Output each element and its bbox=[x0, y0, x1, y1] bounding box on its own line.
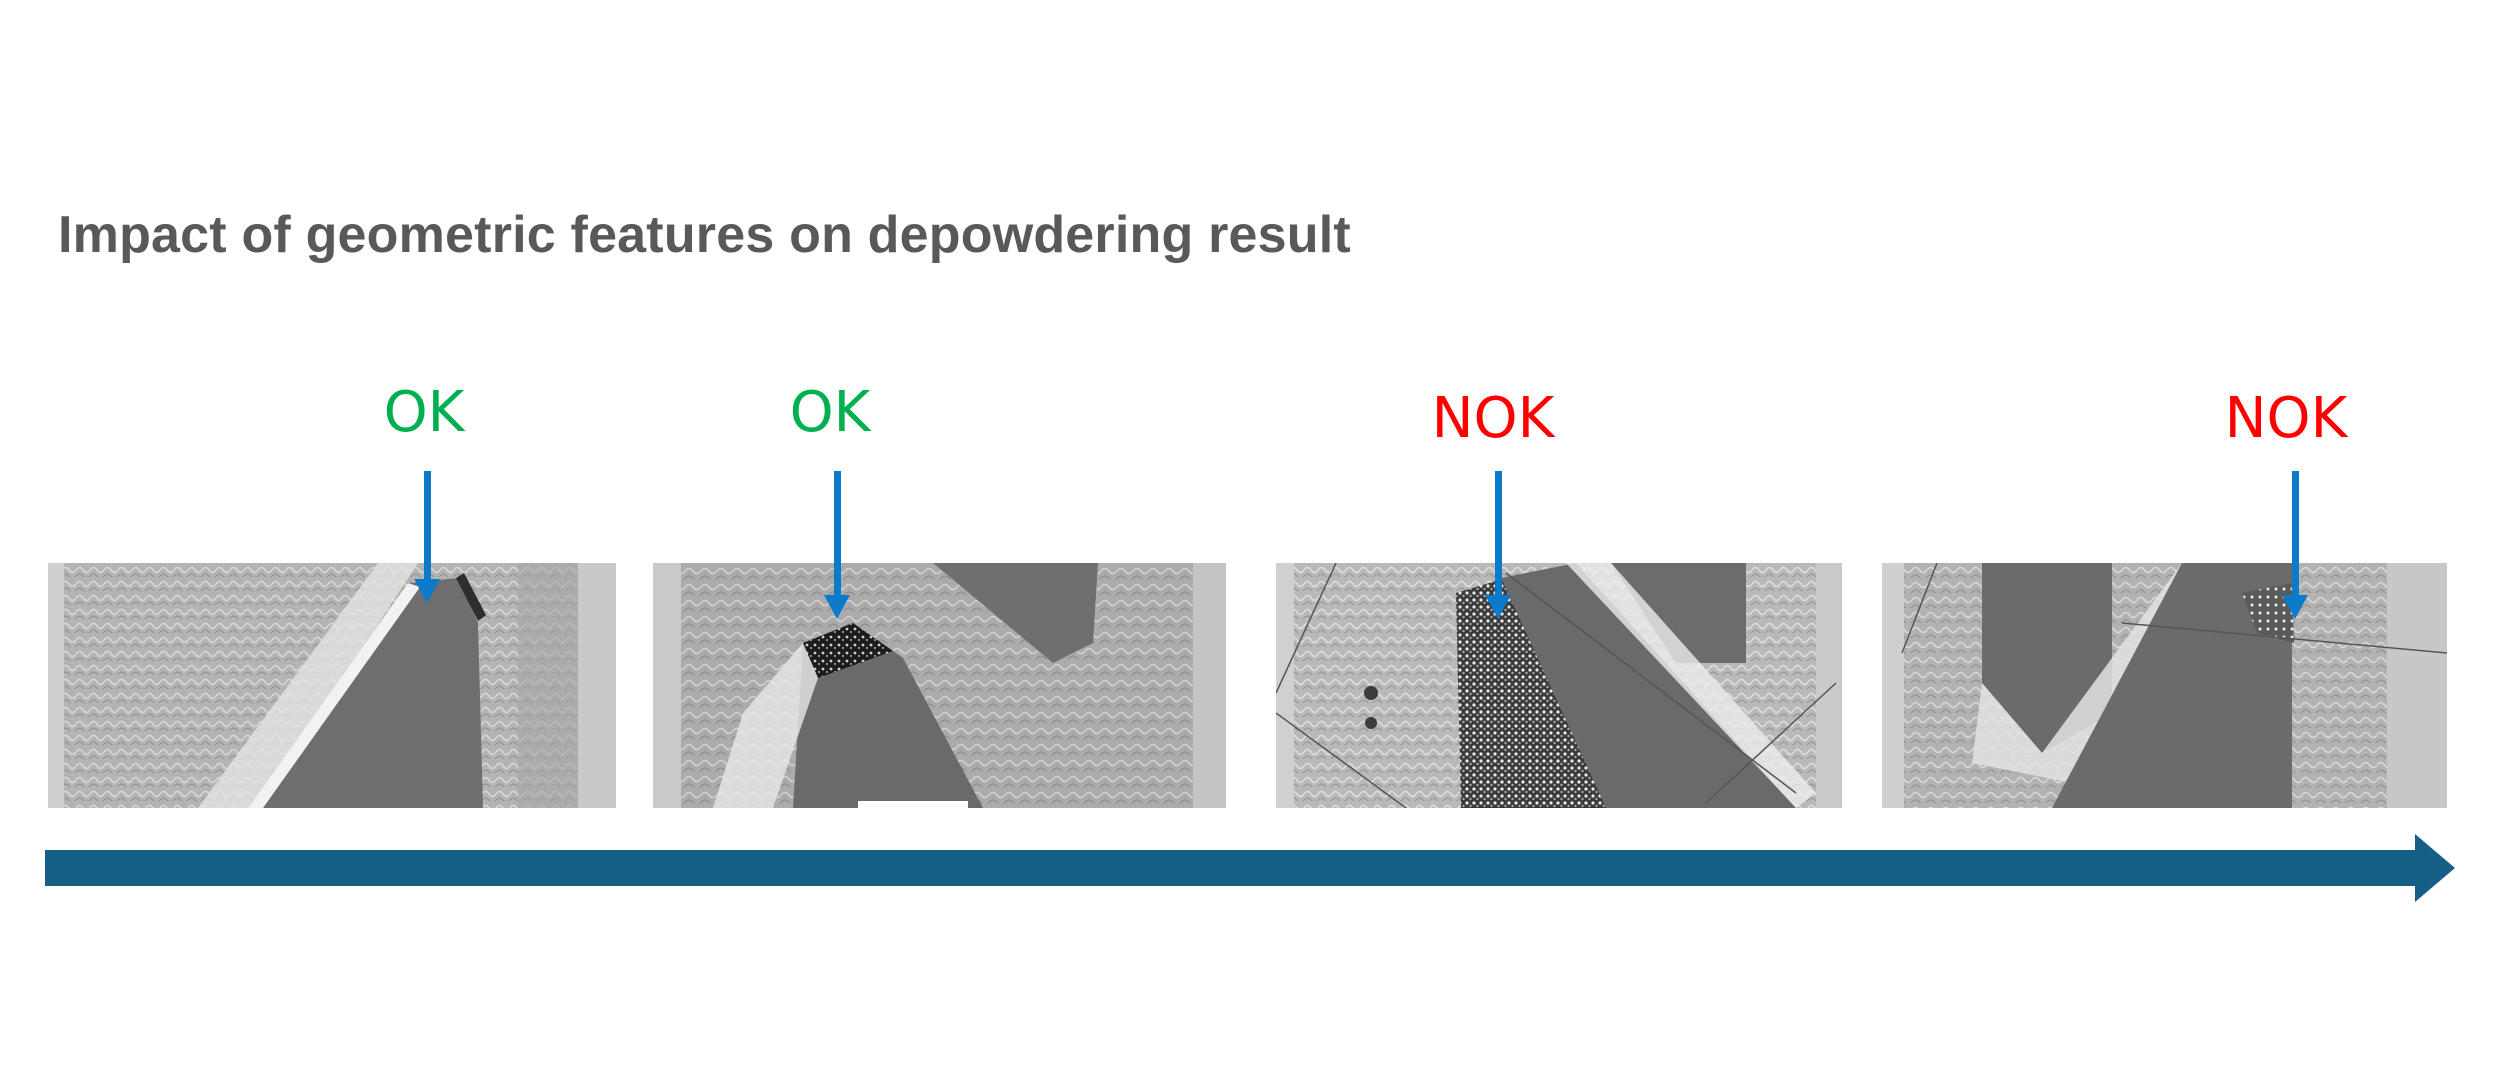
sample-2-micrograph bbox=[653, 563, 1226, 808]
timeline-arrow-right-icon bbox=[45, 828, 2465, 913]
sample-2-result-label: OK bbox=[789, 380, 871, 445]
sample-3-result-label: NOK bbox=[1431, 386, 1555, 451]
sample-4-result-label: NOK bbox=[2224, 386, 2348, 451]
sample-1-micrograph bbox=[48, 563, 616, 808]
sample-1-result-label: OK bbox=[383, 380, 465, 445]
sample-3-micrograph bbox=[1276, 563, 1842, 808]
page-title: Impact of geometric features on depowder… bbox=[58, 206, 1351, 264]
sample-4-micrograph bbox=[1882, 563, 2447, 808]
